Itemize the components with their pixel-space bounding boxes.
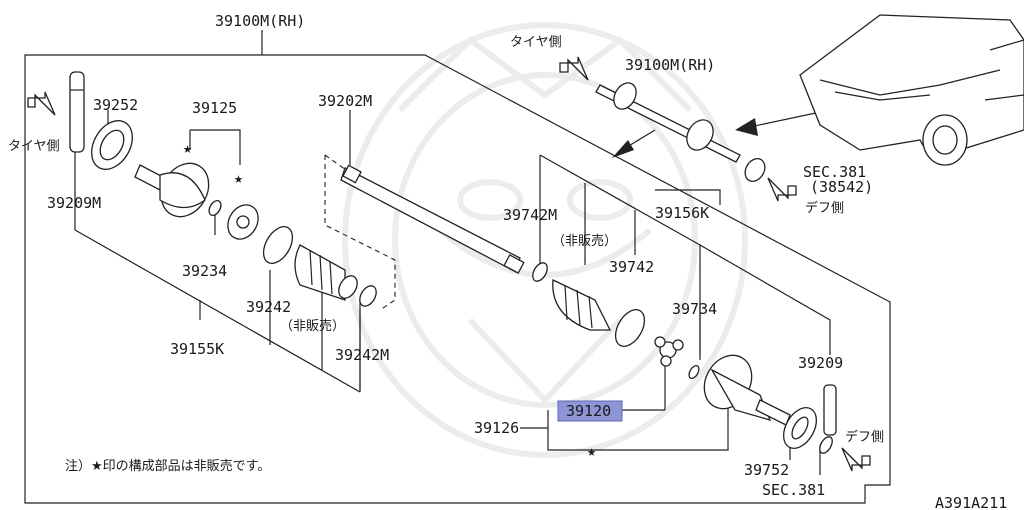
bracket-39125 — [189, 129, 241, 165]
label-39202M[interactable]: 39202M — [318, 92, 372, 110]
label-39209[interactable]: 39209 — [798, 354, 843, 372]
label-39126[interactable]: 39126 — [474, 419, 519, 437]
inset-pointer-arrowhead — [612, 140, 634, 158]
label-diagram-id: A391A211 — [935, 494, 1007, 510]
arrow-tire-side-inset-icon — [559, 56, 589, 81]
label-39209M[interactable]: 39209M — [47, 194, 101, 212]
label-not-sold-2: （非販売） — [552, 233, 617, 249]
arrow-tire-side-left-icon — [27, 91, 56, 116]
arrow-diff-side-right-icon — [841, 447, 871, 472]
part-39242-band — [262, 226, 294, 264]
star-marker-3: ★ — [587, 442, 596, 460]
dashed-group-box — [324, 154, 396, 311]
part-boot-left — [294, 244, 358, 301]
inset-car — [799, 14, 1024, 166]
part-39752-seal — [782, 407, 818, 449]
label-diff-side-right: デフ側 — [845, 429, 884, 445]
label-diff-side-inset: デフ側 — [805, 200, 844, 216]
part-outer-joint — [134, 162, 210, 218]
inset-driveshaft — [595, 82, 766, 182]
part-39742-band — [614, 309, 646, 347]
watermark-emblem — [342, 22, 748, 458]
label-39242M[interactable]: 39242M — [335, 346, 389, 364]
part-39126-housing — [703, 354, 791, 426]
label-39752[interactable]: 39752 — [744, 461, 789, 479]
part-inner-race — [227, 204, 259, 240]
label-sec381-bottom[interactable]: SEC.381 — [762, 481, 825, 499]
label-39742M[interactable]: 39742M — [503, 206, 557, 224]
label-not-sold-1: （非販売） — [280, 318, 345, 334]
bracket-39156K — [539, 154, 721, 355]
label-39234[interactable]: 39234 — [182, 262, 227, 280]
part-sec381-ring — [819, 436, 833, 454]
arrow-diff-side-inset-icon — [767, 177, 797, 202]
part-39742M-band — [532, 262, 548, 282]
label-39120[interactable]: 39120 — [566, 402, 611, 420]
part-39252-seal — [91, 120, 133, 170]
label-39155K[interactable]: 39155K — [170, 340, 224, 358]
car-pointer-arrowhead — [735, 118, 758, 136]
highlight-39120[interactable] — [557, 400, 623, 422]
part-39209-band — [823, 384, 837, 436]
bracket-39126 — [547, 400, 729, 451]
label-38542-inset[interactable]: (38542) — [810, 178, 873, 196]
part-39734-ring — [688, 364, 700, 380]
label-39742[interactable]: 39742 — [609, 258, 654, 276]
star-marker-1: ★ — [183, 139, 192, 157]
label-39242[interactable]: 39242 — [246, 298, 291, 316]
label-tire-side-inset: タイヤ側 — [510, 35, 562, 50]
label-39156K[interactable]: 39156K — [655, 204, 709, 222]
leader-39209 — [699, 244, 831, 355]
label-sec381-inset[interactable]: SEC.381 — [803, 163, 866, 181]
outer-frame — [24, 54, 891, 504]
label-39252[interactable]: 39252 — [93, 96, 138, 114]
part-boot-right — [552, 279, 612, 331]
label-tire-side-left: タイヤ側 — [8, 139, 60, 154]
label-note: 注）★印の構成部品は非販売です。 — [65, 458, 270, 474]
part-39202M-shaft — [340, 164, 525, 274]
part-39120-tripod — [654, 336, 684, 367]
label-39100M-inset[interactable]: 39100M(RH) — [625, 56, 715, 74]
part-39242M-band — [359, 285, 377, 307]
star-marker-2: ★ — [234, 169, 243, 187]
part-39209M-band — [69, 71, 85, 153]
label-39100M-top[interactable]: 39100M(RH) — [215, 12, 305, 30]
label-39125[interactable]: 39125 — [192, 99, 237, 117]
label-39734[interactable]: 39734 — [672, 300, 717, 318]
part-39234-ring — [208, 199, 222, 217]
